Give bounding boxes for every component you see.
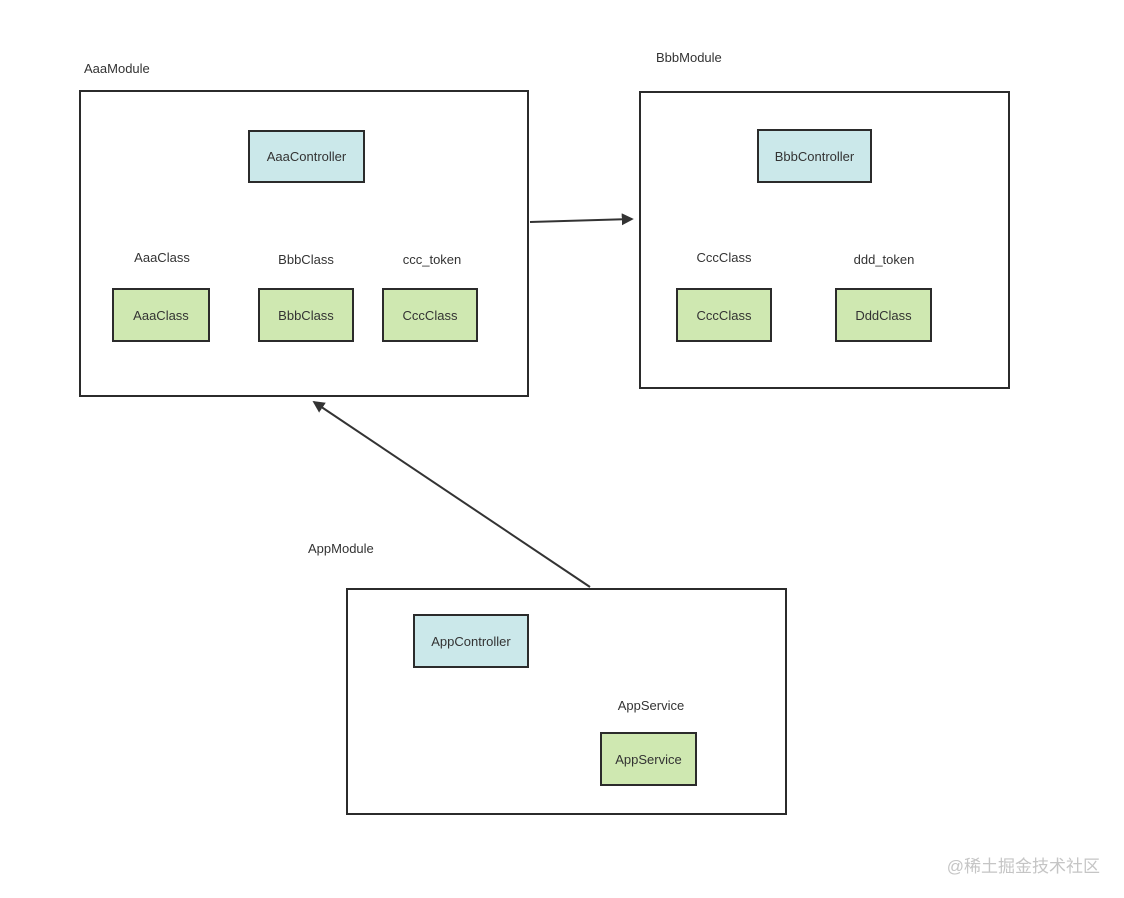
module-bbb-title: BbbModule xyxy=(656,50,722,65)
node-app-provider-0: AppService xyxy=(600,732,697,786)
token-label-bbb-1: ddd_token xyxy=(850,252,918,267)
arrow-aaamodule-to-bbbmodule xyxy=(529,213,634,226)
node-bbb-provider-1: DddClass xyxy=(835,288,932,342)
arrow-appmodule-to-aaamodule xyxy=(312,400,591,588)
token-label-aaa-2: ccc_token xyxy=(399,252,465,267)
node-aaa-provider-0: AaaClass xyxy=(112,288,210,342)
node-bbb-provider-0: CccClass xyxy=(676,288,772,342)
node-bbb-controller: BbbController xyxy=(757,129,872,183)
node-aaa-provider-1: BbbClass xyxy=(258,288,354,342)
token-label-app-0: AppService xyxy=(614,698,688,713)
token-label-bbb-0: CccClass xyxy=(693,250,755,265)
node-aaa-provider-2: CccClass xyxy=(382,288,478,342)
token-label-aaa-1: BbbClass xyxy=(275,252,337,267)
watermark: @稀土掘金技术社区 xyxy=(946,857,1100,876)
token-label-aaa-0: AaaClass xyxy=(131,250,193,265)
node-app-controller: AppController xyxy=(413,614,529,668)
module-aaa-title: AaaModule xyxy=(84,61,150,76)
node-aaa-controller: AaaController xyxy=(248,130,365,183)
module-app-title: AppModule xyxy=(308,541,374,556)
